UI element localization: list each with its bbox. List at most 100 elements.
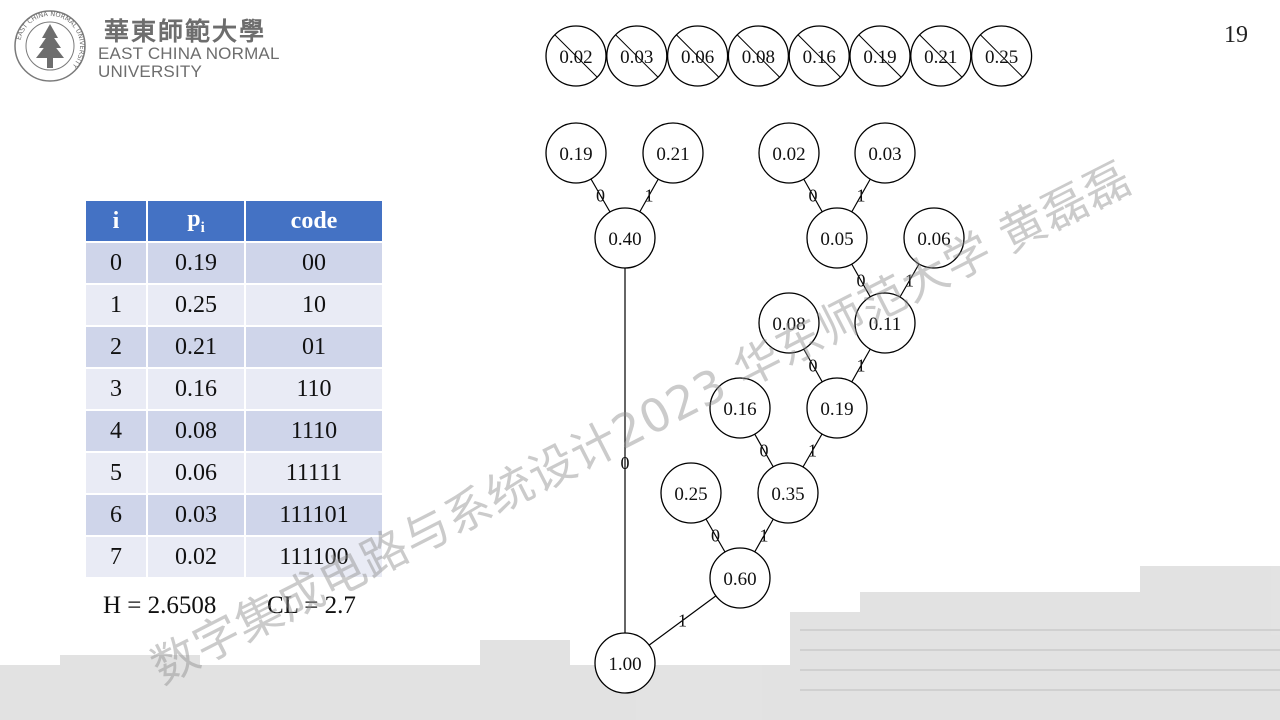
cell-code: 111100 <box>245 536 384 579</box>
tree-node: 0.35 <box>757 462 819 524</box>
university-name-english-line2: UNIVERSITY <box>98 62 203 81</box>
tree-edge <box>802 433 823 468</box>
tree-node-circle <box>903 207 965 269</box>
edge-bit-label: 0 <box>760 441 769 461</box>
tree-edge <box>899 263 920 298</box>
cell-code: 01 <box>245 326 384 369</box>
university-logo: EAST CHINA NORMAL UNIVERSITY 華東師範大學 EAST… <box>8 6 308 84</box>
cell-code: 10 <box>245 284 384 327</box>
tree-node: 0.19 <box>545 122 607 184</box>
tree-node-label: 0.06 <box>917 229 950 250</box>
university-emblem-icon: EAST CHINA NORMAL UNIVERSITY <box>14 10 86 82</box>
crossed-list-item: 0.25 <box>970 25 1033 87</box>
cross-out-line <box>676 34 719 78</box>
page-number: 19 <box>1224 22 1248 48</box>
tree-node: 0.40 <box>594 207 656 269</box>
edge-bit-label: 0 <box>809 186 818 206</box>
tree-node-circle <box>594 207 656 269</box>
cell-probability: 0.21 <box>147 326 246 369</box>
crossed-node-label: 0.08 <box>742 47 775 68</box>
tree-node-label: 0.19 <box>820 399 853 420</box>
crossed-node-label: 0.02 <box>559 47 592 68</box>
crossed-list-item: 0.19 <box>849 25 911 87</box>
tree-node: 0.19 <box>806 377 868 439</box>
header-code: code <box>245 201 384 243</box>
tree-node-label: 0.03 <box>868 144 901 165</box>
tree-node-circle <box>660 462 722 524</box>
edge-bit-label: 1 <box>857 356 866 376</box>
tree-node-circle <box>806 377 868 439</box>
header-probability: pi <box>147 201 246 243</box>
crossed-list-item: 0.16 <box>788 25 850 87</box>
tree-node: 0.60 <box>709 547 771 609</box>
cell-code: 110 <box>245 368 384 411</box>
cell-index: 7 <box>86 536 148 579</box>
tree-node: 0.02 <box>758 122 820 184</box>
crossed-node-label: 0.19 <box>863 47 896 68</box>
crossed-node-label: 0.16 <box>803 47 836 68</box>
tree-node-label: 0.60 <box>723 569 756 590</box>
header-probability-subscript: i <box>200 219 205 236</box>
cell-code: 111101 <box>245 494 384 537</box>
cell-code: 11111 <box>245 452 384 495</box>
cross-out-line <box>554 34 598 78</box>
cell-probability: 0.16 <box>147 368 246 411</box>
tree-node-label: 0.40 <box>608 229 641 250</box>
header-index: i <box>86 201 148 243</box>
edge-bit-label: 1 <box>645 186 654 206</box>
cell-probability: 0.19 <box>147 242 246 285</box>
crossed-list-item: 0.02 <box>545 25 607 87</box>
cross-out-line <box>980 34 1023 78</box>
edge-bit-label: 0 <box>809 356 818 376</box>
tree-node: 1.00 <box>594 632 656 694</box>
tree-edge <box>705 518 726 553</box>
cell-index: 0 <box>86 242 148 285</box>
cell-code: 00 <box>245 242 384 285</box>
tree-node-label: 0.02 <box>772 144 805 165</box>
tree-node-circle <box>757 462 819 524</box>
tree-node: 0.16 <box>709 377 771 439</box>
tree-edge <box>803 178 823 213</box>
tree-node-circle <box>709 377 771 439</box>
tree-node-label: 0.35 <box>771 484 804 505</box>
tree-edge <box>803 348 823 383</box>
cell-probability: 0.06 <box>147 452 246 495</box>
tree-node-circle <box>594 632 656 694</box>
tree-edge <box>754 433 774 468</box>
tree-edge <box>851 348 871 383</box>
cross-out-line <box>737 34 780 78</box>
tree-node-circle <box>545 122 607 184</box>
cross-out-line <box>615 34 659 78</box>
edge-bit-label: 1 <box>678 611 687 631</box>
crossed-node-label: 0.03 <box>620 47 653 68</box>
tree-node-circle <box>709 547 771 609</box>
tree-edge <box>754 518 774 553</box>
edge-bit-label: 0 <box>857 271 866 291</box>
edge-bit-label: 1 <box>808 441 817 461</box>
tree-node-label: 1.00 <box>608 654 641 675</box>
tree-node: 0.21 <box>642 122 704 184</box>
tree-node-circle <box>806 207 868 269</box>
tree-node: 0.11 <box>854 292 916 354</box>
cell-probability: 0.25 <box>147 284 246 327</box>
tree-node: 0.05 <box>806 207 868 269</box>
crossed-node-label: 0.25 <box>985 47 1018 68</box>
tree-node-label: 0.05 <box>820 229 853 250</box>
cell-index: 2 <box>86 326 148 369</box>
edge-bit-label: 1 <box>857 186 866 206</box>
crossed-node-label: 0.06 <box>681 47 714 68</box>
tree-edge <box>648 595 717 646</box>
tree-node-circle <box>758 122 820 184</box>
crossed-list-item: 0.08 <box>727 25 790 87</box>
edge-bit-label: 0 <box>596 186 605 206</box>
